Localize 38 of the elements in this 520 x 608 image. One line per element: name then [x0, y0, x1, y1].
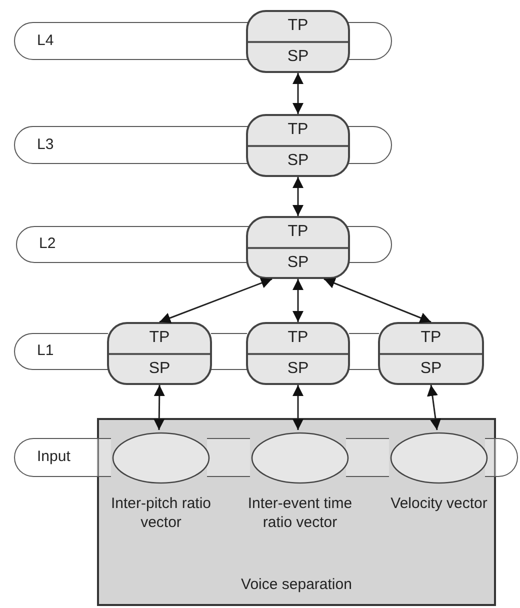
module-label: TP — [288, 122, 308, 138]
arrow — [292, 279, 304, 322]
module-box — [246, 10, 350, 73]
module-label: SP — [287, 360, 309, 377]
module-box — [246, 114, 350, 177]
module-box — [107, 322, 212, 385]
module-label: TP — [288, 224, 308, 240]
layer-label: L4 — [37, 30, 54, 51]
voice-separation-box — [97, 418, 496, 606]
layer-label: L1 — [37, 341, 54, 362]
module-box — [378, 322, 484, 385]
arrow — [292, 73, 304, 114]
module-label: TP — [420, 330, 442, 346]
box-title: Voice separation — [241, 574, 352, 594]
module-label: TP — [288, 18, 308, 34]
layer-label: Input — [37, 447, 70, 468]
layer-label: L2 — [39, 234, 56, 254]
vector-label: Velocity vector — [390, 494, 488, 513]
arrow — [292, 385, 304, 430]
module-label: SP — [287, 48, 309, 65]
vector-label: Inter-pitch ratio vector — [110, 494, 212, 532]
arrow — [427, 384, 441, 430]
module-box — [246, 322, 350, 385]
module-label: SP — [420, 360, 442, 377]
arrow — [154, 385, 165, 430]
module-label: TP — [149, 330, 170, 346]
module-box — [246, 216, 350, 279]
arrow — [159, 278, 272, 324]
arrow — [324, 278, 432, 323]
layer-label: L3 — [37, 134, 54, 155]
module-label: TP — [288, 330, 308, 346]
module-label: SP — [287, 152, 309, 169]
module-label: SP — [148, 360, 170, 377]
module-label: SP — [287, 254, 309, 271]
layer-band — [14, 438, 98, 477]
layer-band — [14, 333, 108, 370]
arrow — [292, 177, 304, 216]
vector-label: Inter-event time ratio vector — [246, 494, 354, 532]
